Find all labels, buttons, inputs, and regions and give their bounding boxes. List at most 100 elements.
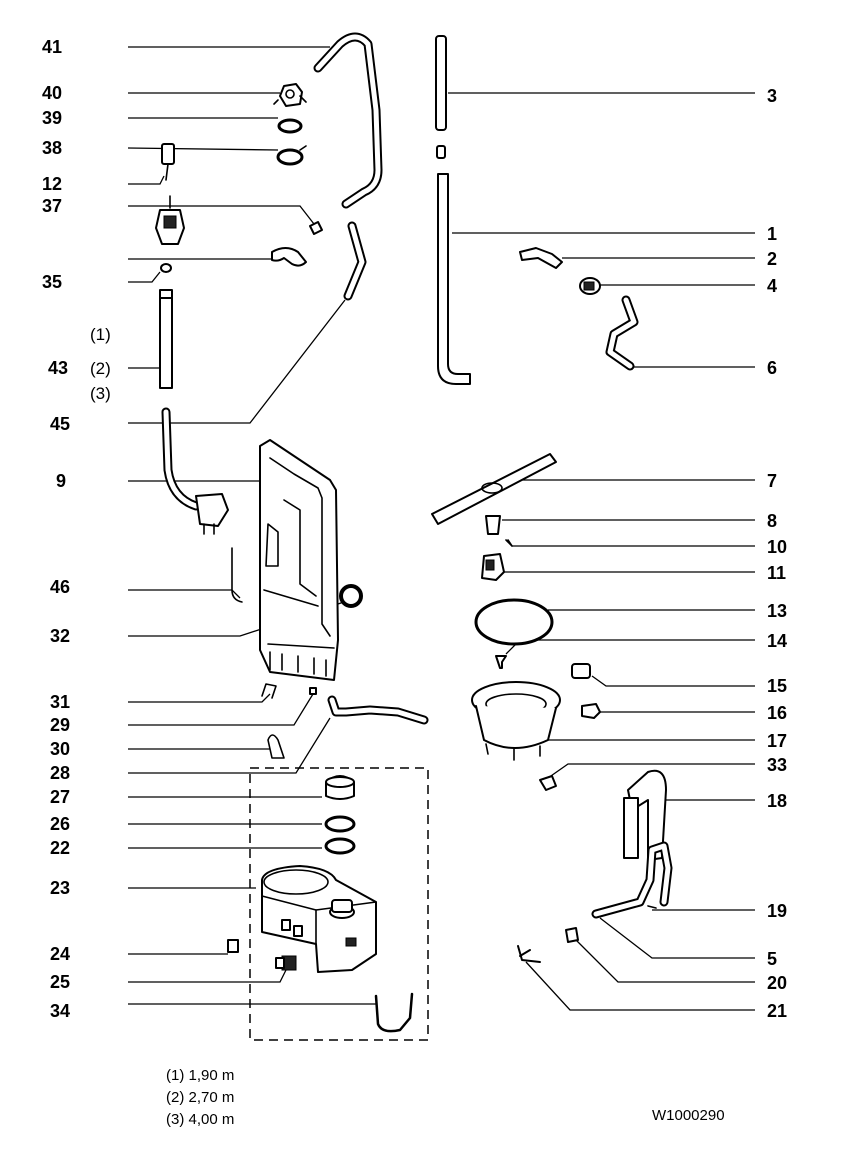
- part-32-seal: [339, 584, 363, 608]
- callout-7: 7: [767, 471, 777, 491]
- callout-9: 9: [56, 471, 66, 491]
- part-39-ring: [277, 118, 303, 134]
- callout-4: 4: [767, 276, 777, 296]
- assembly-outline: [249, 767, 429, 1041]
- part-38-clamp: [276, 145, 307, 166]
- part-19-tie: [647, 905, 657, 909]
- callout-29: 29: [50, 715, 70, 735]
- callout-34: 34: [50, 1001, 70, 1021]
- callout-6: 6: [767, 358, 777, 378]
- part-41-hose: [313, 32, 383, 209]
- callout-25: 25: [50, 972, 70, 992]
- part-6-hose: [605, 295, 639, 371]
- callout-23: 23: [50, 878, 70, 898]
- callout-30: 30: [50, 739, 70, 759]
- left-callouts: 41 40 39 38 12 37 35 43 45 9 46 32 31 29…: [42, 37, 70, 1021]
- part-20-nozzle: [565, 927, 579, 943]
- callout-32: 32: [50, 626, 70, 646]
- variant-3-label: (3): [90, 384, 111, 403]
- part-27-cap: [325, 775, 355, 800]
- callout-17: 17: [767, 731, 787, 751]
- part-28-hose: [327, 695, 429, 725]
- callout-22: 22: [50, 838, 70, 858]
- callout-13: 13: [767, 601, 787, 621]
- callout-35: 35: [42, 272, 62, 292]
- legend-line-1: (1) 1,90 m: [166, 1067, 234, 1084]
- callout-26: 26: [50, 814, 70, 834]
- variant-1-label: (1): [90, 325, 111, 344]
- part-37-valve: [155, 195, 185, 245]
- part-31-bracket: [261, 683, 277, 699]
- part-10-screw: [505, 539, 513, 547]
- callout-14: 14: [767, 631, 787, 651]
- part-22-ring: [324, 837, 356, 855]
- callout-38: 38: [42, 138, 62, 158]
- callout-43: 43: [48, 358, 68, 378]
- part-26-ring: [324, 815, 356, 833]
- length-legend: (1) 1,90 m (2) 2,70 m (3) 4,00 m: [166, 1067, 234, 1128]
- callout-37: 37: [42, 196, 62, 216]
- part-air-break-panel: [259, 439, 339, 681]
- callout-18: 18: [767, 791, 787, 811]
- part-35-ring: [160, 263, 172, 273]
- callout-21: 21: [767, 1001, 787, 1021]
- callout-24: 24: [50, 944, 70, 964]
- part-30-clamp: [267, 734, 285, 759]
- part-2-hose: [519, 247, 563, 269]
- part-29-screw: [309, 687, 317, 695]
- callout-20: 20: [767, 973, 787, 993]
- callout-33: 33: [767, 755, 787, 775]
- part-40-valve: [273, 83, 307, 107]
- callout-46: 46: [50, 577, 70, 597]
- part-11-valve: [481, 553, 505, 581]
- callout-1: 1: [767, 224, 777, 244]
- callout-27: 27: [50, 787, 70, 807]
- drawing-id: W1000290: [652, 1107, 725, 1124]
- part-21-clip: [517, 945, 541, 963]
- callout-11: 11: [767, 563, 786, 583]
- part-12-connector: [161, 143, 175, 181]
- part-17-sump: [471, 681, 561, 761]
- part-23-container: [261, 865, 377, 973]
- part-5-hose: [591, 841, 673, 919]
- part-14-screw: [495, 655, 507, 669]
- part-33-clip: [539, 775, 557, 791]
- callout-5: 5: [767, 949, 777, 969]
- callout-16: 16: [767, 703, 787, 723]
- part-46-wire: [231, 547, 243, 603]
- legend-line-2: (2) 2,70 m: [166, 1089, 234, 1106]
- part-18-bracket: [623, 769, 667, 861]
- part-16-fitting: [581, 703, 601, 719]
- part-4-pump: [579, 277, 601, 295]
- part-45-hose: [343, 221, 367, 301]
- callout-31: 31: [50, 692, 70, 712]
- part-24-plug: [227, 939, 239, 953]
- callout-19: 19: [767, 901, 787, 921]
- part-15-plug: [571, 663, 591, 679]
- variant-2-label: (2): [90, 359, 111, 378]
- part-3-tube: [435, 35, 447, 159]
- callout-41: 41: [42, 37, 62, 57]
- callout-28: 28: [50, 763, 70, 783]
- part-25-switch: [275, 955, 297, 971]
- callout-3: 3: [767, 86, 777, 106]
- callout-10: 10: [767, 537, 787, 557]
- callout-45: 45: [50, 414, 70, 434]
- variant-labels: (1) (2) (3): [90, 325, 111, 403]
- callout-2: 2: [767, 249, 777, 269]
- part-43-hose: [159, 289, 173, 389]
- callout-12: 12: [42, 174, 62, 194]
- part-34-wire: [374, 992, 414, 1033]
- part-1-tube: [437, 173, 471, 385]
- legend-line-3: (3) 4,00 m: [166, 1111, 234, 1128]
- part-clip-bracket: [271, 247, 307, 267]
- part-8-nozzle: [485, 515, 501, 535]
- part-13-ring: [474, 598, 554, 646]
- callout-8: 8: [767, 511, 777, 531]
- callout-15: 15: [767, 676, 787, 696]
- part-9-hose-valve: [161, 407, 229, 535]
- leader-lines: [127, 46, 755, 1011]
- callout-40: 40: [42, 83, 62, 103]
- part-37-clip: [309, 221, 323, 235]
